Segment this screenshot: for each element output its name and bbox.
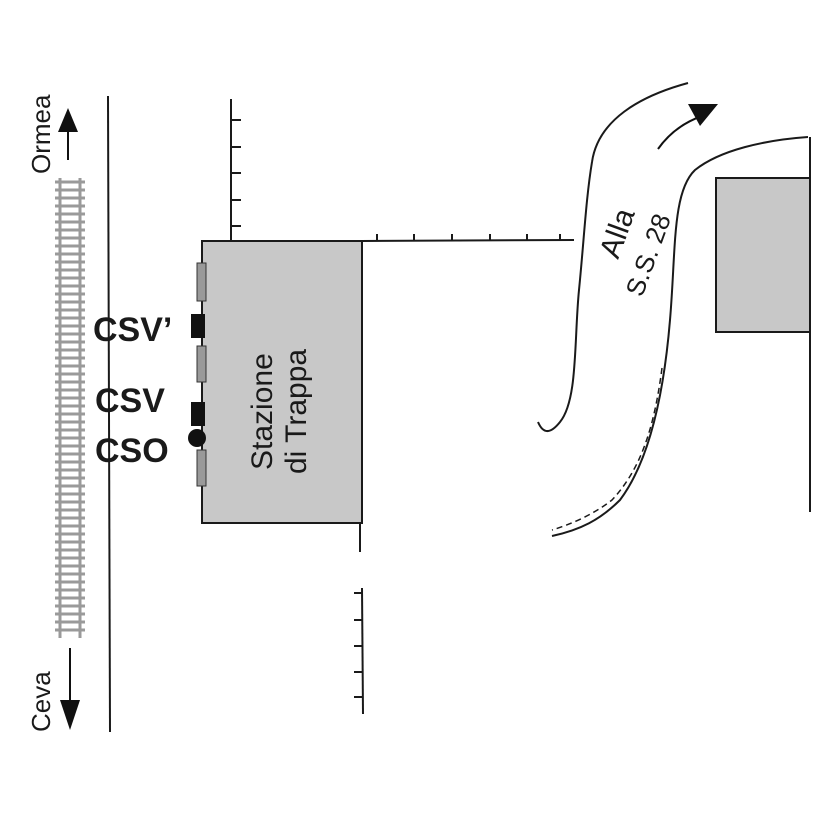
fence-south [354, 587, 364, 715]
road [537, 82, 809, 537]
signal-cso-label: CSO [95, 432, 169, 470]
direction-south-label: Ceva [26, 671, 56, 732]
signal-csv-prime-icon [191, 314, 205, 338]
direction-north-label: Ormea [26, 94, 56, 174]
signal-csv-prime-label: CSV’ [93, 311, 172, 349]
platform-mark [196, 345, 207, 383]
boundary-line [107, 95, 111, 733]
signal-csv-label: CSV [95, 382, 165, 420]
signal-csv-icon [191, 402, 205, 426]
station-building [201, 240, 363, 524]
road-arrow-icon [657, 104, 718, 150]
fence-north [230, 99, 241, 241]
platform-mark [196, 449, 207, 487]
arrow-down-icon [60, 648, 80, 730]
platform-mark [196, 262, 207, 302]
fence-east [361, 234, 575, 242]
station-label-line1: Stazione [246, 353, 279, 470]
arrow-up-icon [58, 108, 78, 160]
right-building [715, 177, 811, 333]
station-label-line2: di Trappa [280, 349, 313, 474]
railway-track [55, 178, 85, 638]
track-sleepers [55, 180, 85, 632]
signal-cso-icon [188, 429, 206, 447]
